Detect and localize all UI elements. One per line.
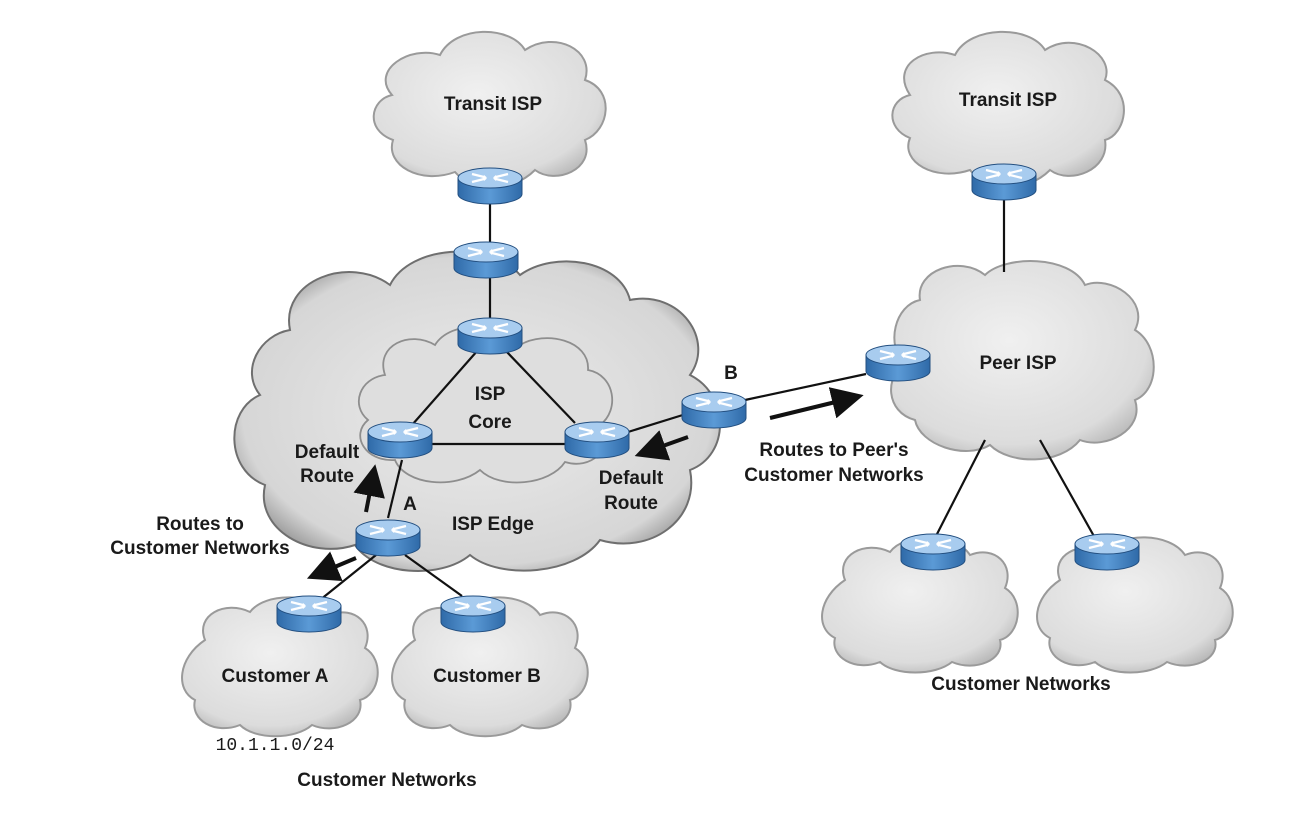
router-core-top-icon[interactable] [456, 316, 524, 356]
router-b-icon[interactable] [680, 390, 748, 430]
link-peer-to-customer-2 [1039, 439, 1096, 539]
link-core-top-to-core-left [411, 349, 479, 426]
customer-a-cloud [181, 596, 379, 738]
customer-a-prefix: 10.1.1.0/24 [216, 736, 335, 756]
router-core-left-icon[interactable] [366, 420, 434, 460]
arrow-routes-to-peer [769, 387, 864, 420]
routes-to-customer-line1: Routes to [156, 514, 244, 535]
routes-to-customer-line2: Customer Networks [110, 538, 290, 559]
router-a-label: A [403, 494, 417, 515]
labels: Transit ISP Transit ISP ISP Core ISP Edg… [110, 90, 1111, 791]
isp-core-label-line2: Core [468, 412, 511, 433]
transit-isp-left-cloud [372, 30, 607, 189]
router-peer-icon[interactable] [864, 343, 932, 383]
links [319, 198, 1096, 601]
link-router-b-to-peer [744, 372, 867, 402]
router-peer-customer-2-icon[interactable] [1073, 532, 1141, 572]
link-router-a-to-customer-a [319, 554, 377, 601]
isp-core-label-line1: ISP [475, 384, 506, 405]
arrow-default-route-right [634, 430, 689, 461]
transit-isp-left-label: Transit ISP [444, 94, 543, 115]
router-edge-top-icon[interactable] [452, 240, 520, 280]
default-route-right-line2: Route [604, 493, 658, 514]
transit-isp-right-cloud [891, 30, 1125, 188]
customer-b-label: Customer B [433, 666, 541, 687]
transit-isp-right-label: Transit ISP [959, 90, 1058, 111]
link-core-left-to-router-a [386, 459, 404, 519]
link-core-right-to-router-b [627, 412, 687, 434]
router-transit-left-icon[interactable] [456, 166, 524, 206]
link-peer-to-customer-1 [934, 439, 986, 539]
router-a-icon[interactable] [354, 518, 422, 558]
peer-isp-cloud [890, 260, 1155, 461]
router-core-right-icon[interactable] [563, 420, 631, 460]
routes-to-peer-line2: Customer Networks [744, 465, 924, 486]
arrow-default-route-left [353, 464, 385, 513]
router-b-label: B [724, 363, 738, 384]
routes-to-peer-line1: Routes to Peer's [759, 440, 908, 461]
router-customer-a-icon[interactable] [275, 594, 343, 634]
customer-networks-right-label: Customer Networks [931, 674, 1111, 695]
router-transit-right-icon[interactable] [970, 162, 1038, 202]
default-route-left-line1: Default [295, 442, 360, 463]
route-arrows [306, 387, 864, 581]
default-route-left-line2: Route [300, 466, 354, 487]
isp-edge-label: ISP Edge [452, 514, 534, 535]
default-route-right-line1: Default [599, 468, 664, 489]
customer-a-label: Customer A [222, 666, 329, 687]
customer-networks-left-label: Customer Networks [297, 770, 477, 791]
arrow-routes-to-customer [306, 551, 357, 581]
peer-isp-label: Peer ISP [979, 353, 1056, 374]
router-customer-b-icon[interactable] [439, 594, 507, 634]
link-router-a-to-customer-b [404, 554, 463, 597]
link-core-top-to-core-right [504, 349, 576, 424]
router-peer-customer-1-icon[interactable] [899, 532, 967, 572]
